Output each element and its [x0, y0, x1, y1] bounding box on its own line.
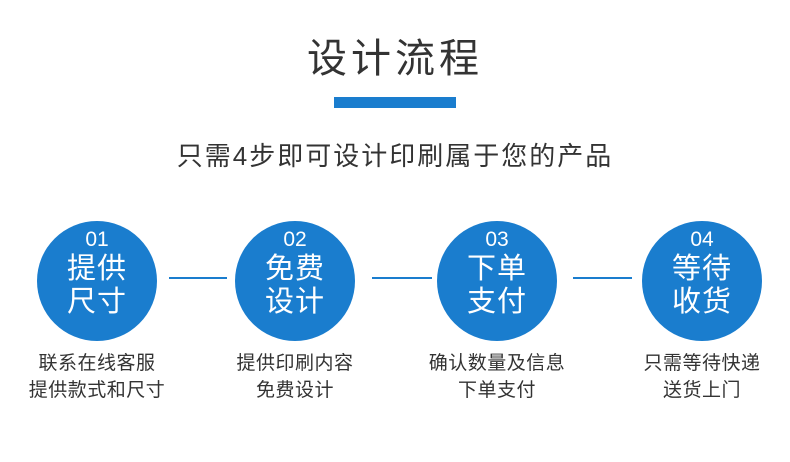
step-title-line2: 尺寸: [66, 286, 127, 318]
step-title-line2: 支付: [466, 286, 527, 318]
step-title-line2: 收货: [671, 286, 732, 318]
step-number: 03: [485, 228, 509, 251]
step-description-line2: 送货上门: [662, 380, 741, 401]
step-description-line1: 提供印刷内容: [236, 353, 354, 374]
step-description: 确认数量及信息 下单支付: [412, 350, 582, 404]
step-circle: 03 下单 支付: [437, 221, 557, 341]
step-circle: 04 等待 收货: [642, 221, 762, 341]
connector-line-3: [573, 277, 632, 279]
step-description-line1: 确认数量及信息: [428, 353, 566, 374]
connector-line-2: [372, 277, 432, 279]
step-number: 04: [690, 228, 714, 251]
process-step-4: 04 等待 收货 只需等待快递 送货上门: [617, 221, 787, 404]
step-title-line1: 提供: [66, 253, 127, 285]
step-title-line1: 免费: [264, 253, 325, 285]
step-title-line2: 设计: [264, 286, 325, 318]
step-circle: 01 提供 尺寸: [37, 221, 157, 341]
title-underline-bar: [334, 97, 456, 108]
step-title-line1: 下单: [466, 253, 527, 285]
subtitle: 只需4步即可设计印刷属于您的产品: [176, 141, 614, 171]
process-step-1: 01 提供 尺寸 联系在线客服 提供款式和尺寸: [12, 221, 182, 404]
process-step-3: 03 下单 支付 确认数量及信息 下单支付: [412, 221, 582, 404]
step-description-line1: 联系在线客服: [38, 353, 156, 374]
step-description: 联系在线客服 提供款式和尺寸: [12, 350, 182, 404]
step-description-line1: 只需等待快递: [643, 353, 761, 374]
process-step-2: 02 免费 设计 提供印刷内容 免费设计: [210, 221, 380, 404]
step-description-line2: 免费设计: [255, 380, 334, 401]
step-description: 只需等待快递 送货上门: [617, 350, 787, 404]
step-number: 02: [283, 228, 307, 251]
step-description: 提供印刷内容 免费设计: [210, 350, 380, 404]
step-number: 01: [85, 228, 109, 251]
connector-line-1: [169, 277, 227, 279]
step-description-line2: 提供款式和尺寸: [28, 380, 166, 401]
page-title: 设计流程: [307, 37, 483, 81]
step-title-line1: 等待: [671, 253, 732, 285]
step-circle: 02 免费 设计: [235, 221, 355, 341]
step-description-line2: 下单支付: [457, 380, 536, 401]
